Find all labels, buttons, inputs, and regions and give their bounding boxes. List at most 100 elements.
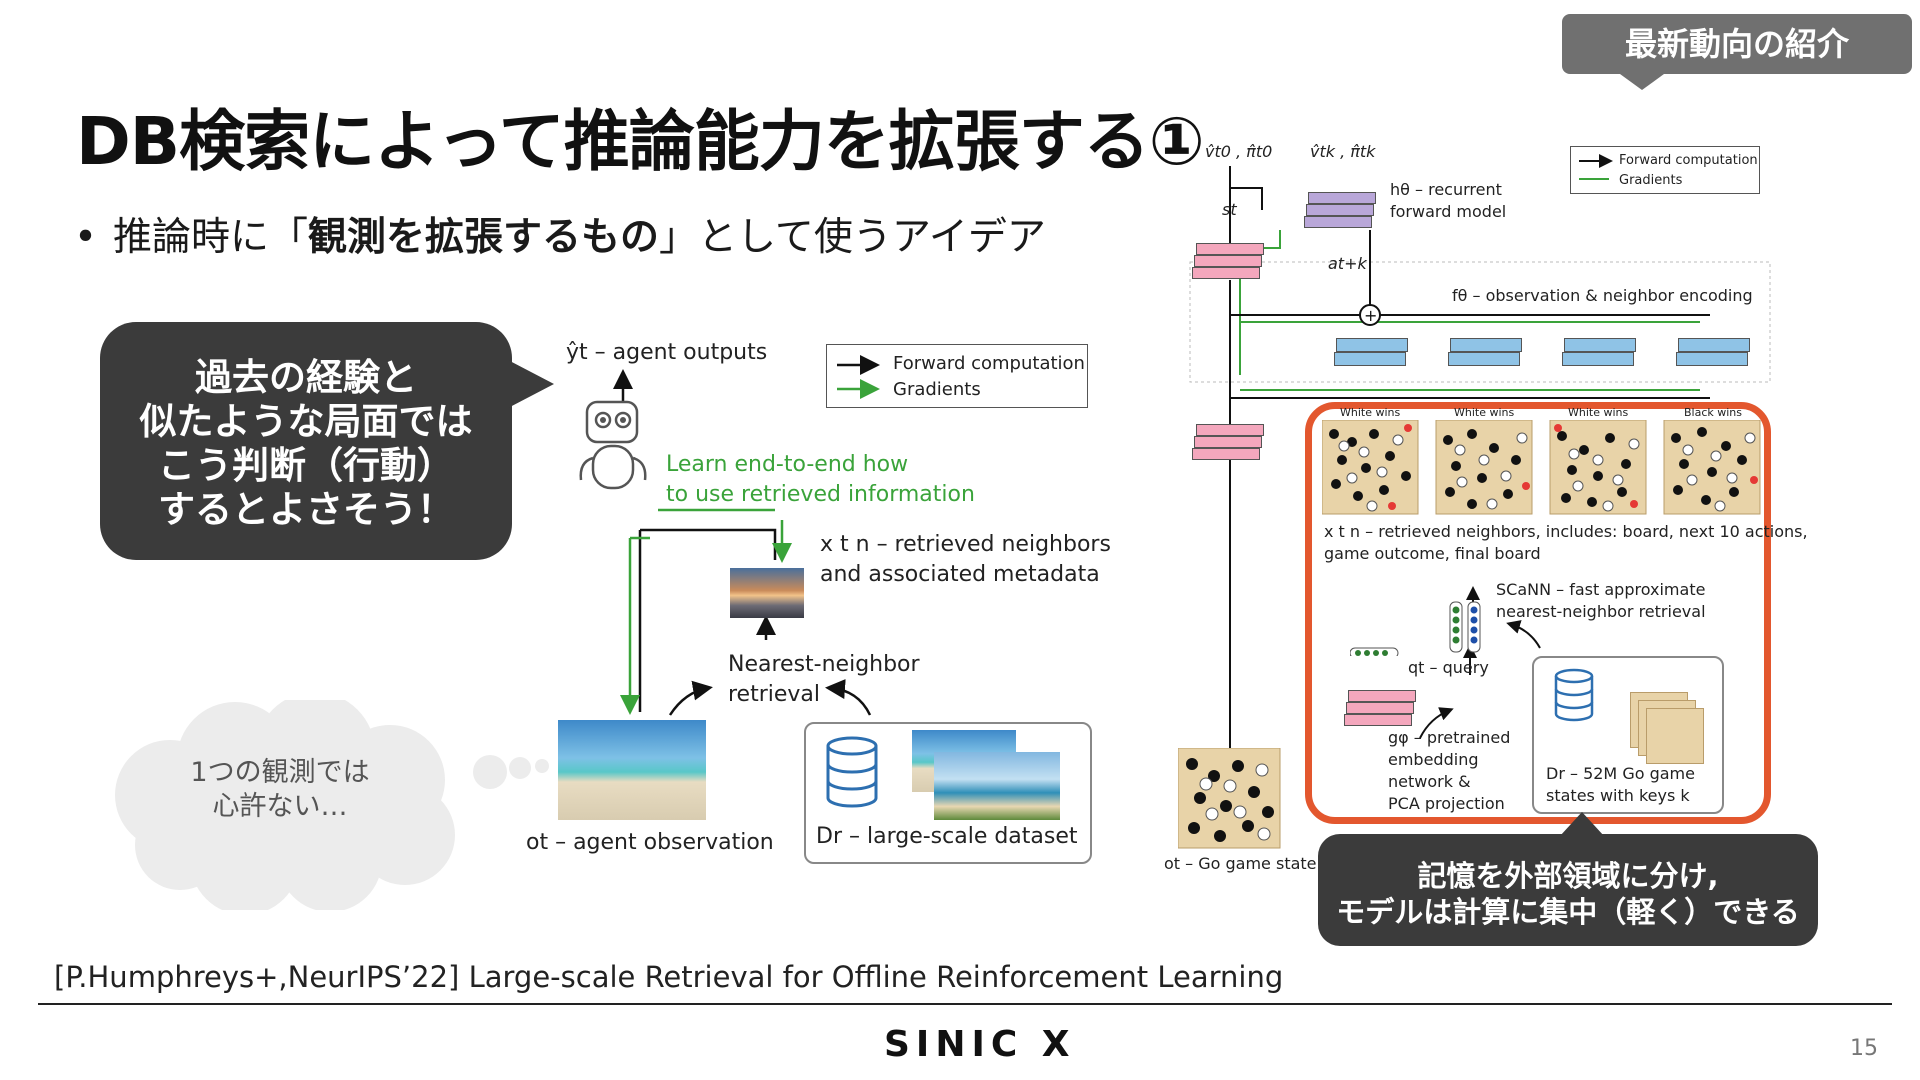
- scann-label-2: nearest-neighbor retrieval: [1496, 602, 1706, 621]
- arrow-to-neighbors: [640, 528, 777, 560]
- thought-cloud: [115, 700, 549, 910]
- encoder-block: [1678, 338, 1750, 352]
- g-label: network &: [1388, 772, 1471, 791]
- dataset-box: Dr – large-scale dataset: [804, 722, 1092, 864]
- speech-line: 似たような局面では: [139, 400, 473, 443]
- left-legend: Forward computation Gradients: [826, 344, 1088, 408]
- bullet-prefix: 推論時に「: [113, 215, 309, 260]
- state-block-2: [1194, 255, 1262, 267]
- right-legend-gradients: Gradients: [1619, 173, 1683, 188]
- speech-bubble: 過去の経験と 似たような局面では こう判断（行動） するとよさそう！: [100, 322, 512, 560]
- outcome-label: Black wins: [1684, 406, 1743, 419]
- bullet-emphasis: 観測を拡張するもの: [308, 215, 660, 260]
- thought-text: 1つの観測では 心許ない…: [160, 756, 400, 824]
- dataset-label: Dr – large-scale dataset: [816, 824, 1078, 849]
- obs-block-1: [1196, 424, 1264, 436]
- section-tag: 最新動向の紹介: [1562, 14, 1912, 74]
- g-label: gφ – pretrained: [1388, 728, 1511, 747]
- outcome-label: White wins: [1454, 406, 1515, 419]
- state-block-3: [1192, 267, 1260, 279]
- g-block-1: [1348, 690, 1416, 702]
- encoder-block: [1336, 338, 1408, 352]
- outcome-label: White wins: [1568, 406, 1629, 419]
- observation-label: ot – agent observation: [526, 830, 774, 855]
- encoder-dashed-box: [1189, 261, 1771, 383]
- v0-label: v̂t0 , π̂t0: [1205, 142, 1273, 161]
- bullet-marker: •: [74, 215, 98, 260]
- reference-citation: [P.Humphreys+,NeurIPS’22] Large-scale Re…: [54, 960, 1284, 994]
- go-game-state-board: [1178, 748, 1281, 849]
- speech-line: 過去の経験と: [195, 356, 417, 399]
- st-label: st: [1222, 200, 1237, 219]
- go-database-icon: [1554, 668, 1594, 722]
- robot-icon: [579, 400, 647, 490]
- a-label: at+k: [1328, 254, 1367, 273]
- g-block-2: [1346, 702, 1414, 714]
- g-label: PCA projection: [1388, 794, 1505, 813]
- encoder-block: [1334, 352, 1406, 366]
- thought-line: 心許ない…: [212, 791, 348, 822]
- agent-observation-image: [558, 720, 706, 820]
- go-dataset-box: Dr – 52M Go game states with keys k: [1532, 656, 1724, 814]
- speech-line: こう判断（行動）: [158, 444, 454, 487]
- database-icon: [826, 736, 878, 808]
- legend-gradients: Gradients: [893, 379, 981, 400]
- agent-outputs-label: ŷt – agent outputs: [566, 340, 768, 365]
- speech-bubble-tail: [508, 360, 554, 408]
- state-block-1: [1196, 243, 1264, 255]
- encoder-block: [1450, 338, 1522, 352]
- page-title: DB検索によって推論能力を拡張する①: [76, 103, 1205, 180]
- callout-tail: [1560, 812, 1604, 836]
- outcome-label: White wins: [1340, 406, 1401, 419]
- right-figure-arrows: +: [1189, 166, 1771, 760]
- dataset-image-2: [934, 752, 1060, 820]
- nn-retrieval-label-1: Nearest-neighbor: [728, 652, 920, 677]
- h-label-2: forward model: [1390, 202, 1507, 221]
- recurrent-block-3: [1304, 216, 1372, 228]
- f-label: fθ – observation & neighbor encoding: [1452, 286, 1753, 305]
- speech-line: するとよさそう！: [158, 488, 454, 531]
- go-dataset-label-1: Dr – 52M Go game: [1546, 764, 1695, 783]
- recurrent-block-1: [1308, 192, 1376, 204]
- encoder-block: [1448, 352, 1520, 366]
- go-dataset-label-2: states with keys k: [1546, 786, 1690, 805]
- retrieval-highlight-frame: [1305, 402, 1771, 824]
- neighbors-label-1: x t n – retrieved neighbors: [820, 532, 1111, 557]
- callout-line: モデルは計算に集中（軽く）できる: [1336, 895, 1800, 929]
- recurrent-block-2: [1306, 204, 1374, 216]
- encoder-block: [1562, 352, 1634, 366]
- neighbors-label-2: and associated metadata: [820, 562, 1100, 587]
- callout-box: 記憶を外部領域に分け, モデルは計算に集中（軽く）できる: [1318, 834, 1818, 946]
- right-neighbors-label-1: x t n – retrieved neighbors, includes: b…: [1324, 522, 1808, 541]
- encoder-block: [1564, 338, 1636, 352]
- left-figure-arrows: [613, 369, 872, 716]
- right-neighbors-label-2: game outcome, final board: [1324, 544, 1541, 563]
- query-label: qt – query: [1408, 658, 1489, 677]
- svg-text:+: +: [1364, 306, 1377, 325]
- bullet-suffix: 」として使うアイデア: [659, 215, 1046, 260]
- page-number: 15: [1850, 1036, 1878, 1061]
- h-label-1: hθ – recurrent: [1390, 180, 1502, 199]
- callout-line: 記憶を外部領域に分け,: [1417, 859, 1719, 893]
- legend-forward: Forward computation: [893, 353, 1085, 374]
- scann-label-1: SCaNN – fast approximate: [1496, 580, 1706, 599]
- encoder-block: [1676, 352, 1748, 366]
- vk-label: v̂tk , π̂tk: [1310, 142, 1376, 161]
- thought-line: 1つの観測では: [190, 757, 370, 788]
- learn-label-2: to use retrieved information: [666, 482, 975, 507]
- footer-divider: [38, 1003, 1892, 1005]
- g-block-3: [1344, 714, 1412, 726]
- go-board-thumb: [1646, 708, 1704, 764]
- nn-retrieval-label-2: retrieval: [728, 682, 821, 707]
- section-tag-tail: [1620, 74, 1664, 90]
- obs-block-3: [1192, 448, 1260, 460]
- obs-block-2: [1194, 436, 1262, 448]
- retrieved-neighbor-image: [730, 568, 804, 618]
- embedding-vectors: [1350, 601, 1481, 656]
- right-legend: Forward computation Gradients: [1570, 146, 1760, 194]
- logo: SINIC X: [884, 1024, 1076, 1065]
- go-state-label: ot – Go game state: [1164, 854, 1317, 873]
- neighbor-go-boards: [1322, 420, 1761, 515]
- right-legend-forward: Forward computation: [1619, 153, 1758, 168]
- g-label: embedding: [1388, 750, 1479, 769]
